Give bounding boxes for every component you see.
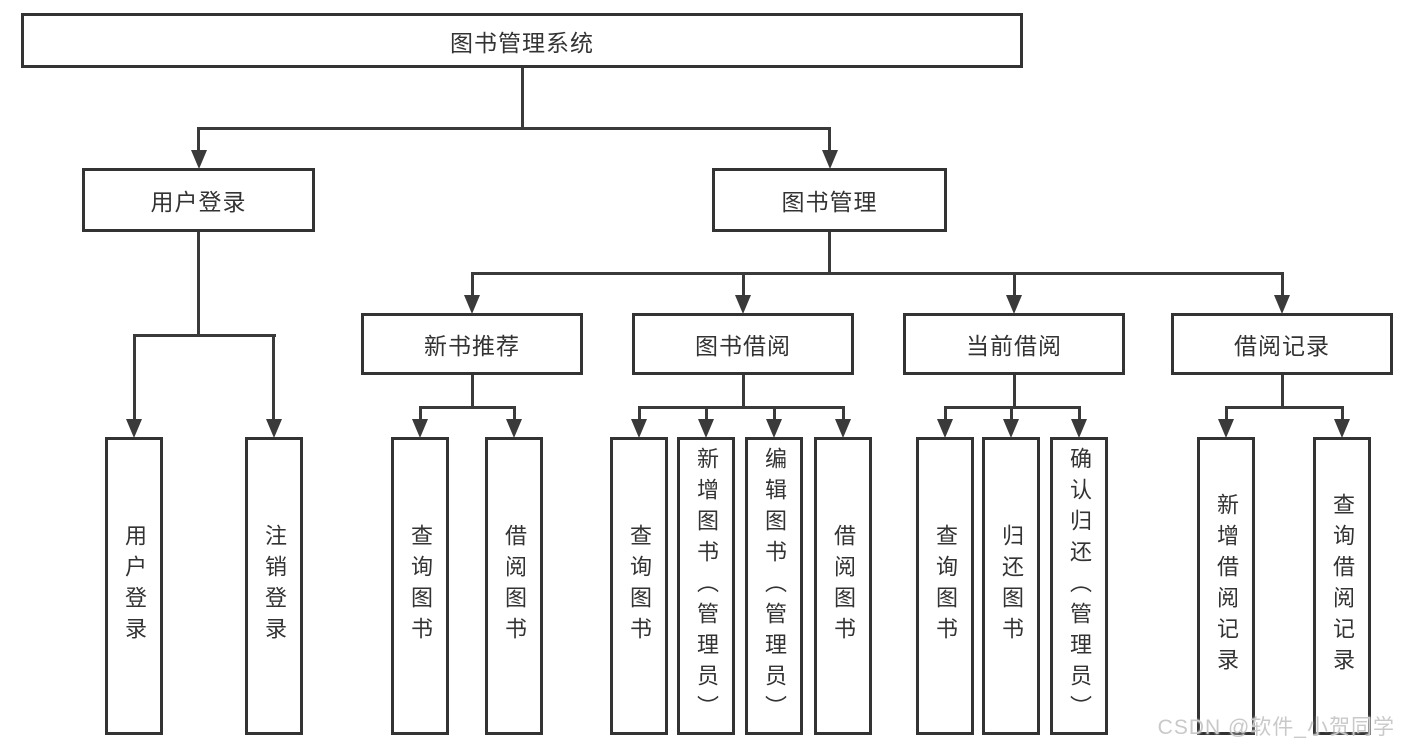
- arrow-to-book-borrowing: [735, 271, 751, 314]
- arrow-to-leaf-return-book: [1003, 405, 1019, 437]
- connector-level2-bar: [470, 271, 1284, 275]
- node-root-library-system: 图书管理系统: [21, 13, 1023, 68]
- connector-book-borrowing-bar: [637, 405, 844, 409]
- arrow-to-leaf-logout: [265, 333, 282, 438]
- arrow-to-leaf-user-login: [126, 333, 142, 438]
- leaf-borrow-books-2: 借阅图书: [814, 437, 872, 735]
- arrow-to-borrowing-records: [1274, 271, 1290, 314]
- arrow-to-new-book-recommend: [464, 271, 480, 314]
- arrow-to-leaf-add-borrow-record: [1218, 405, 1234, 437]
- leaf-add-book-admin: 新增图书（管理员）: [677, 437, 735, 735]
- node-current-borrowing: 当前借阅: [903, 313, 1125, 375]
- connector-borrowing-records-stem: [1280, 375, 1284, 409]
- node-book-management: 图书管理: [712, 168, 947, 232]
- arrow-to-leaf-edit-book-admin: [766, 405, 782, 437]
- arrow-to-user-login: [190, 126, 207, 169]
- connector-root-stem: [520, 68, 524, 129]
- connector-root-bar: [197, 126, 831, 130]
- leaf-return-book: 归还图书: [982, 437, 1040, 735]
- node-book-borrowing: 图书借阅: [632, 313, 854, 375]
- leaf-query-books-1: 查询图书: [391, 437, 449, 735]
- arrow-to-leaf-borrow-books-2: [835, 405, 851, 437]
- leaf-user-login: 用户登录: [105, 437, 163, 735]
- leaf-edit-book-admin: 编辑图书（管理员）: [745, 437, 803, 735]
- arrow-to-book-management: [821, 126, 838, 169]
- connector-new-book-recommend-bar: [418, 405, 516, 409]
- connector-user-login-bar: [132, 333, 276, 337]
- connector-current-borrowing-stem: [1012, 375, 1016, 409]
- connector-user-login-stem: [197, 232, 200, 336]
- arrow-to-leaf-confirm-return-admin: [1071, 405, 1087, 437]
- node-new-book-recommend: 新书推荐: [361, 313, 583, 375]
- leaf-borrow-books-1: 借阅图书: [485, 437, 543, 735]
- arrow-to-leaf-query-books-2: [631, 405, 647, 437]
- leaf-query-books-3: 查询图书: [916, 437, 974, 735]
- connector-book-borrowing-stem: [741, 375, 745, 409]
- node-user-login: 用户登录: [82, 168, 315, 232]
- arrow-to-leaf-add-book-admin: [698, 405, 714, 437]
- leaf-logout: 注销登录: [245, 437, 303, 735]
- leaf-query-books-2: 查询图书: [610, 437, 668, 735]
- leaf-add-borrow-record: 新增借阅记录: [1197, 437, 1255, 735]
- arrow-to-leaf-query-books-1: [412, 405, 428, 437]
- leaf-query-borrow-record: 查询借阅记录: [1313, 437, 1371, 735]
- leaf-confirm-return-admin: 确认归还（管理员）: [1050, 437, 1108, 735]
- csdn-watermark: CSDN @软件_小贺同学: [1157, 716, 1395, 739]
- node-borrowing-records: 借阅记录: [1171, 313, 1393, 375]
- arrow-to-leaf-query-books-3: [937, 405, 953, 437]
- arrow-to-leaf-query-borrow-record: [1334, 405, 1350, 437]
- connector-book-management-stem: [828, 232, 831, 275]
- arrow-to-leaf-borrow-books-1: [506, 405, 522, 437]
- connector-borrowing-records-bar: [1224, 405, 1343, 409]
- connector-new-book-recommend-stem: [470, 375, 474, 409]
- arrow-to-current-borrowing: [1006, 271, 1022, 314]
